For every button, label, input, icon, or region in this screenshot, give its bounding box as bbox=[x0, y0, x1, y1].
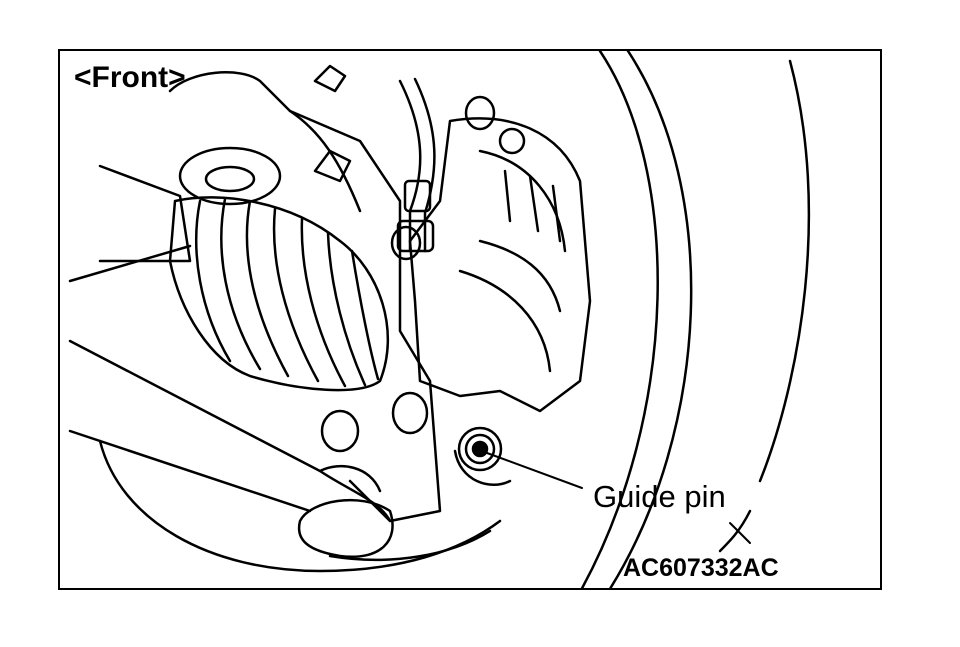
steering-knuckle bbox=[168, 71, 442, 523]
guide-pin-leader-line bbox=[486, 452, 583, 489]
guide-pin-label: Guide pin bbox=[593, 479, 726, 514]
cv-boot bbox=[168, 196, 389, 392]
brake-disc-outline bbox=[580, 51, 811, 588]
lower-control-arm bbox=[68, 339, 394, 559]
brake-hose bbox=[396, 77, 436, 253]
bolts bbox=[313, 64, 526, 453]
figure-code-leader-line bbox=[729, 522, 751, 544]
brake-caliper bbox=[408, 117, 592, 413]
diagram-frame: <Front> Guide pin AC607332AC bbox=[58, 49, 882, 590]
figure-code: AC607332AC bbox=[623, 554, 779, 582]
front-label: <Front> bbox=[74, 61, 186, 94]
brake-caliper-illustration bbox=[68, 51, 811, 588]
guide-pin bbox=[453, 426, 512, 486]
wheel-rim-inner bbox=[328, 529, 492, 562]
